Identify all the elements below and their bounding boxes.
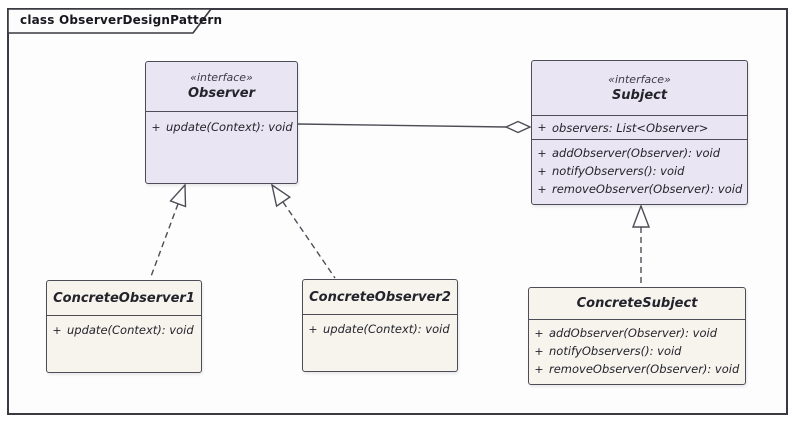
method-signature: addObserver(Observer): void	[549, 326, 717, 340]
class-box-observer[interactable]: «interface» Observer + update(Context): …	[145, 61, 298, 184]
method-row: + notifyObservers(): void	[532, 162, 747, 180]
attribute-signature: observers: List<Observer>	[552, 120, 709, 135]
visibility-symbol: +	[537, 121, 547, 134]
attribute-row: + observers: List<Observer>	[532, 119, 708, 137]
method-signature: notifyObservers(): void	[549, 344, 682, 358]
method-signature: update(Context): void	[67, 323, 194, 337]
methods-compartment: + addObserver(Observer): void + notifyOb…	[529, 320, 745, 378]
class-box-concrete-observer1[interactable]: ConcreteObserver1 + update(Context): voi…	[46, 280, 202, 373]
method-row: + addObserver(Observer): void	[529, 324, 745, 342]
method-row: + update(Context): void	[47, 320, 201, 340]
class-name: ConcreteObserver1	[53, 290, 195, 306]
class-box-subject[interactable]: «interface» Subject + observers: List<Ob…	[531, 60, 748, 205]
class-name: Subject	[611, 87, 668, 103]
visibility-symbol: +	[52, 323, 62, 337]
visibility-symbol: +	[534, 326, 544, 340]
method-signature: notifyObservers(): void	[552, 164, 685, 178]
visibility-symbol: +	[537, 182, 547, 196]
method-row: + update(Context): void	[303, 319, 457, 339]
method-row: + removeObserver(Observer): void	[529, 360, 745, 378]
class-title-compartment: ConcreteObserver1	[47, 281, 201, 316]
realization-arrowhead-icon	[631, 204, 651, 228]
class-box-concrete-observer2[interactable]: ConcreteObserver2 + update(Context): voi…	[302, 279, 458, 372]
method-signature: update(Context): void	[323, 322, 450, 336]
realization-arrowhead-icon	[270, 183, 292, 208]
methods-compartment: + update(Context): void	[303, 315, 457, 339]
visibility-symbol: +	[537, 146, 547, 160]
method-signature: removeObserver(Observer): void	[552, 182, 743, 196]
class-title-compartment: ConcreteObserver2	[303, 280, 457, 315]
aggregation-diamond-icon	[504, 120, 532, 134]
class-name: ConcreteObserver2	[309, 289, 451, 305]
class-name: ConcreteSubject	[576, 296, 698, 311]
method-row: + addObserver(Observer): void	[532, 144, 747, 162]
method-row: + removeObserver(Observer): void	[532, 180, 747, 198]
class-title-compartment: ConcreteSubject	[529, 288, 745, 320]
class-box-concrete-subject[interactable]: ConcreteSubject + addObserver(Observer):…	[528, 287, 746, 385]
realization-dashed-line	[282, 201, 336, 279]
realization-dashed-line	[149, 203, 179, 280]
realization-arrowhead-icon	[169, 183, 187, 208]
method-row: + notifyObservers(): void	[529, 342, 745, 360]
visibility-symbol: +	[534, 344, 544, 358]
visibility-symbol: +	[308, 322, 318, 336]
method-signature: removeObserver(Observer): void	[549, 362, 740, 376]
class-name: Observer	[187, 86, 256, 101]
attributes-compartment: + observers: List<Observer>	[532, 116, 747, 140]
method-signature: update(Context): void	[166, 120, 293, 134]
stereotype-label: «interface»	[608, 72, 671, 86]
class-title-compartment: «interface» Observer	[146, 62, 297, 112]
visibility-symbol: +	[151, 120, 161, 134]
frame-title: class ObserverDesignPattern	[20, 13, 223, 27]
visibility-symbol: +	[534, 362, 544, 376]
frame-title-tab	[7, 8, 213, 34]
method-row: + update(Context): void	[146, 117, 297, 137]
methods-compartment: + update(Context): void	[146, 112, 297, 137]
stereotype-label: «interface»	[190, 71, 253, 84]
method-signature: addObserver(Observer): void	[552, 146, 720, 160]
methods-compartment: + addObserver(Observer): void + notifyOb…	[532, 140, 747, 198]
visibility-symbol: +	[537, 164, 547, 178]
methods-compartment: + update(Context): void	[47, 316, 201, 340]
aggregation-line	[297, 123, 507, 128]
class-title-compartment: «interface» Subject	[532, 61, 747, 116]
